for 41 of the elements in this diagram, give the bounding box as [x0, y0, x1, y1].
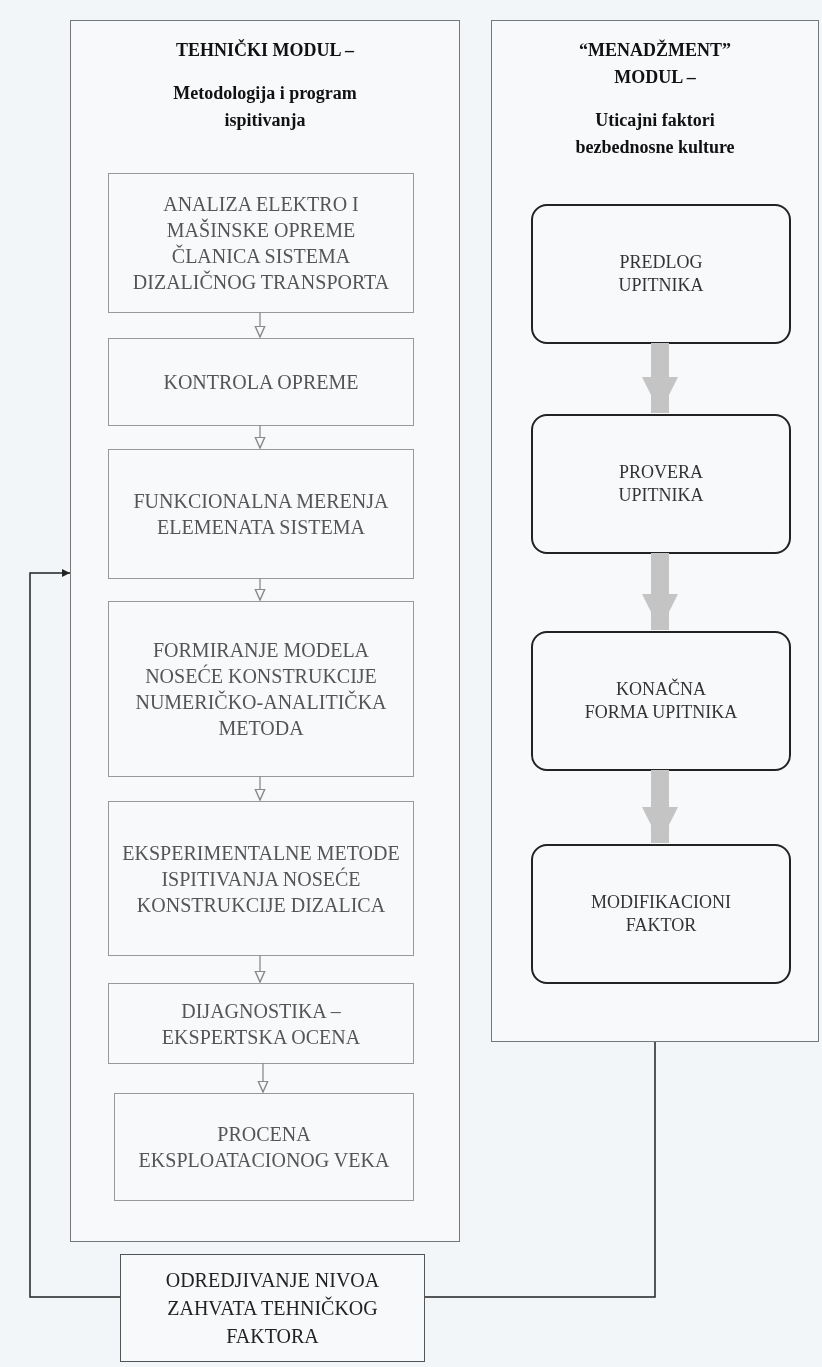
connector-line	[424, 1041, 656, 1298]
process-box	[531, 844, 791, 984]
process-box	[531, 414, 791, 554]
box-label: KONAČNA FORMA UPITNIKA	[583, 677, 739, 724]
process-box	[108, 173, 414, 313]
box-label: FUNKCIONALNA MERENJA ELEMENATA SISTEMA	[132, 489, 390, 540]
box-label: PROVERA UPITNIKA	[617, 460, 705, 507]
process-box	[108, 449, 414, 579]
block-arrow	[642, 770, 678, 843]
box-label: ANALIZA ELEKTRO I MAŠINSKE OPREME ČLANICA SISTEMA DIZALIČNOG TRANSPORTA	[131, 192, 391, 295]
arrow	[254, 954, 266, 983]
module-panel	[70, 20, 460, 1242]
arrow	[257, 1062, 269, 1093]
box-label: FORMIRANJE MODELA NOSEĆE KONSTRUKCIJE NUMERIČKO-ANALITIČKA METODA	[134, 638, 388, 741]
box-label: DIJAGNOSTIKA – EKSPERTSKA OCENA	[160, 998, 362, 1050]
box-label: PROCENA EKSPLOATACIONOG VEKA	[137, 1122, 391, 1173]
arrow	[254, 775, 266, 801]
arrow	[29, 569, 121, 1298]
arrow	[254, 424, 266, 449]
process-box	[120, 1254, 425, 1362]
process-box	[531, 631, 791, 771]
arrow	[254, 311, 266, 338]
process-box	[108, 601, 414, 777]
block-arrow	[642, 343, 678, 413]
arrow	[254, 577, 266, 601]
box-label: ODREDJIVANJE NIVOA ZAHVATA TEHNIČKOG FAKTORA	[164, 1268, 381, 1349]
process-box	[108, 983, 414, 1064]
box-label: EKSPERIMENTALNE METODE ISPITIVANJA NOSEĆE KONSTRUKCIJE DIZALICA	[121, 840, 401, 918]
module-heading: Metodologija i program ispitivanja	[172, 82, 358, 132]
module-heading: Uticajni faktori bezbednosne kulture	[574, 109, 736, 159]
module-panel	[491, 20, 819, 1042]
module-heading: “MENADŽMENT” MODUL –	[578, 38, 732, 89]
module-heading: TEHNIČKI MODUL –	[176, 38, 354, 62]
box-label: MODIFIKACIONI FAKTOR	[590, 890, 732, 937]
box-label: PREDLOG UPITNIKA	[617, 250, 705, 297]
process-box	[531, 204, 791, 344]
block-arrow	[642, 553, 678, 630]
process-box	[108, 801, 414, 956]
box-label: KONTROLA OPREME	[163, 370, 359, 395]
process-box	[108, 338, 414, 426]
process-box	[114, 1093, 414, 1201]
